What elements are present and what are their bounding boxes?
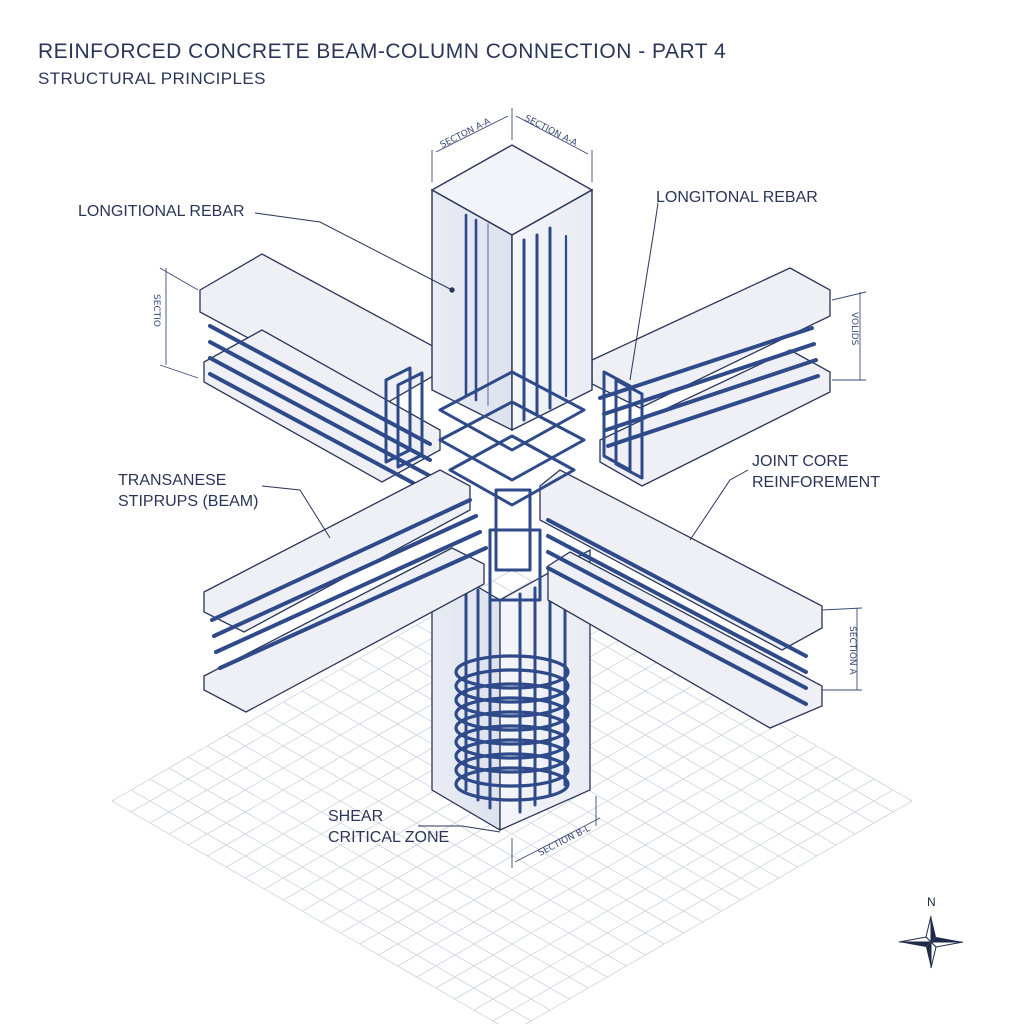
spiral-tie (454, 766, 570, 802)
callout-shear-zone-line1: SHEAR (328, 808, 384, 825)
grid-line (130, 789, 532, 1022)
grid-line (454, 767, 856, 1000)
beam-rebar (214, 530, 482, 654)
grid-line (264, 712, 665, 945)
leader-longitudinal-right (629, 202, 659, 381)
beam-rebar (546, 534, 808, 674)
dim-label-right-beam: VOLIDS (849, 312, 859, 346)
grid-line (473, 778, 875, 1011)
column-lower-rebars (464, 574, 567, 814)
beam-rebar (208, 324, 432, 446)
grid-line (416, 745, 818, 978)
leader-shear-zone (418, 825, 501, 833)
beam-rebar (208, 340, 432, 462)
joint-core-cage (384, 366, 644, 602)
spiral-tie (454, 738, 570, 774)
beam-rebar (546, 550, 808, 690)
north-label: N (927, 895, 936, 909)
beam-rebar (218, 546, 488, 670)
dim-label-right-lower: SECTION A (847, 626, 857, 676)
callout-joint-core-line1: JOINT CORE (752, 453, 849, 470)
callout-transverse-stirrups-line2: STIPRUPS (BEAM) (118, 493, 259, 510)
callout-longitudinal-rebar-left: LONGITIONAL REBAR (78, 203, 245, 220)
leader-longitudinal-left (254, 212, 453, 291)
callout-longitudinal-rebar-right: LONGITONAL REBAR (656, 189, 818, 206)
grid-line (206, 745, 608, 978)
beam-upper-left-bottom (203, 329, 441, 483)
grid-line (516, 800, 913, 1029)
spiral-tie (454, 752, 570, 788)
beam-rebar (210, 498, 472, 622)
callout-joint-core-line2: REINFOREMENT (752, 474, 880, 491)
dim-label-top-right: SECTION A-A (523, 114, 580, 149)
grid-line (187, 756, 589, 989)
leader-lines (254, 202, 749, 833)
leader-joint-core (689, 469, 749, 541)
beam-rebar (208, 356, 432, 478)
grid-line (245, 723, 646, 956)
grid-line (340, 701, 741, 934)
beam-lower-right-top (539, 469, 823, 651)
beam-rebar (546, 566, 808, 706)
page-title: REINFORCED CONCRETE BEAM-COLUMN CONNECTI… (38, 40, 727, 63)
beam-rebar (602, 342, 816, 416)
beam-rebar (546, 518, 808, 658)
callout-shear-zone-line2: CRITICAL ZONE (328, 829, 450, 846)
spiral-ties (454, 654, 570, 802)
dimension-lines (159, 108, 867, 868)
grid-line (168, 767, 570, 1000)
dim-label-left-beam: SECTIO (151, 294, 161, 327)
beam-lower-left-bottom (203, 547, 485, 713)
beam-rebar (598, 326, 814, 400)
callout-transverse-stirrups-line1: TRANSANESE (118, 472, 227, 489)
grid-line (492, 789, 894, 1022)
column-upper (430, 144, 594, 432)
dim-label-top-left: SECTON A-A (439, 116, 493, 150)
page-subtitle: STRUCTURAL PRINCIPLES (38, 69, 266, 88)
grid-line (359, 712, 760, 945)
grid-line (149, 778, 551, 1011)
north-arrow-icon: N (898, 895, 964, 969)
spiral-tie (454, 696, 570, 732)
beam-rebar (208, 372, 432, 494)
spiral-tie (454, 682, 570, 718)
grid-line (435, 756, 837, 989)
spiral-tie (454, 710, 570, 746)
column-upper-rebars (464, 213, 568, 422)
grid-line (397, 734, 798, 967)
spiral-tie (454, 668, 570, 704)
grid-line (378, 723, 779, 956)
spiral-tie (454, 724, 570, 760)
beam-rebar (212, 514, 478, 638)
grid-line (226, 734, 627, 967)
spiral-tie (454, 654, 570, 690)
grid-line (111, 800, 508, 1029)
leader-transverse (261, 485, 331, 539)
